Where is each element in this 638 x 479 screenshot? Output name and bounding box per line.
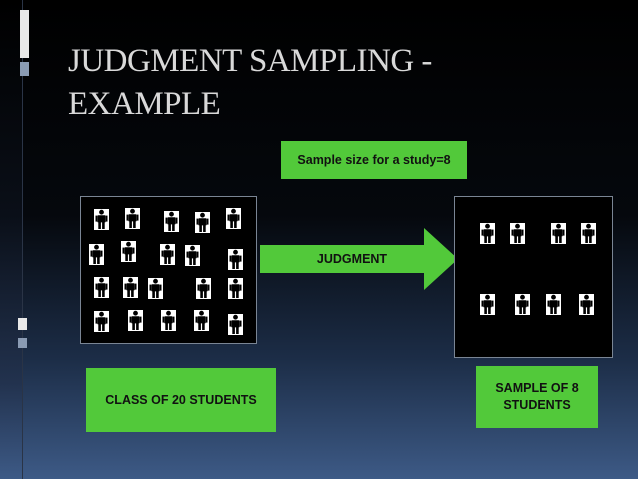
- person-icon: [581, 223, 596, 244]
- judgment-label: JUDGMENT: [316, 251, 388, 266]
- slide-sidebar: [0, 0, 23, 479]
- slide-title: JUDGMENT SAMPLING - EXAMPLE: [68, 40, 488, 126]
- class-label: CLASS OF 20 STUDENTS: [86, 368, 276, 432]
- slide-title-line-1: JUDGMENT SAMPLING -: [68, 43, 432, 79]
- person-icon: [160, 244, 175, 265]
- decor-bar-lower: [18, 318, 27, 330]
- sample-size-label: Sample size for a study=8: [281, 141, 467, 179]
- person-icon: [89, 244, 104, 265]
- person-icon: [128, 310, 143, 331]
- person-icon: [185, 245, 200, 266]
- slide-title-line-2: EXAMPLE: [68, 86, 221, 122]
- sample-panel: [454, 196, 613, 358]
- person-icon: [510, 223, 525, 244]
- person-icon: [195, 212, 210, 233]
- decor-bar-lower-2: [18, 338, 27, 348]
- decor-bar-mid: [20, 62, 29, 76]
- person-icon: [161, 310, 176, 331]
- judgment-arrow: [260, 228, 458, 290]
- person-icon: [121, 241, 136, 262]
- decor-bar-top: [20, 10, 29, 58]
- person-icon: [551, 223, 566, 244]
- person-icon: [148, 278, 163, 299]
- person-icon: [94, 277, 109, 298]
- person-icon: [125, 208, 140, 229]
- sample-label: SAMPLE OF 8 STUDENTS: [476, 366, 598, 428]
- person-icon: [123, 277, 138, 298]
- person-icon: [94, 311, 109, 332]
- person-icon: [228, 249, 243, 270]
- person-icon: [196, 278, 211, 299]
- person-icon: [480, 294, 495, 315]
- person-icon: [579, 294, 594, 315]
- person-icon: [515, 294, 530, 315]
- person-icon: [194, 310, 209, 331]
- person-icon: [480, 223, 495, 244]
- person-icon: [94, 209, 109, 230]
- person-icon: [546, 294, 561, 315]
- person-icon: [164, 211, 179, 232]
- person-icon: [226, 208, 241, 229]
- person-icon: [228, 278, 243, 299]
- person-icon: [228, 314, 243, 335]
- class-panel: [80, 196, 257, 344]
